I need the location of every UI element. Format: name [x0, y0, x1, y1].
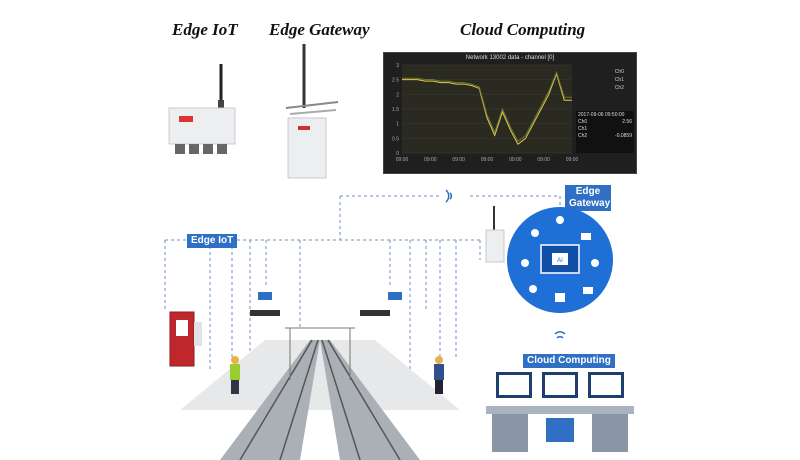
legend-value: 2.56 — [622, 119, 632, 125]
tag-cloud-computing: Cloud Computing — [523, 354, 615, 368]
edge-gateway-device — [285, 44, 339, 179]
x-tick-label: 09:00 — [509, 157, 522, 163]
wifi-icon — [445, 189, 453, 203]
chart-legend: 2017-09-06 09:50:00 Ch0 2.56 Ch1 Ch2 -0.… — [576, 111, 634, 153]
x-tick-label: 09:00 — [537, 157, 550, 163]
x-tick-label: 09:00 — [452, 157, 465, 163]
y-tick-label: 0.5 — [392, 136, 399, 142]
chart-title: Network 13002 data - channel [0] — [465, 55, 555, 61]
x-tick-label: 09:00 — [481, 157, 494, 163]
camera-icon — [258, 292, 272, 300]
edge-iot-device — [168, 64, 236, 154]
right-series-label: Ch0 — [615, 69, 624, 75]
worker-icon — [230, 356, 240, 394]
x-tick-label: 09:00 — [424, 157, 437, 163]
svg-text:AI: AI — [557, 258, 563, 264]
header-edge-iot: Edge IoT — [172, 20, 238, 39]
cloud-chart-panel: Network 13002 data - channel [0] 3 2.5 2 1.… — [383, 52, 637, 174]
tag-edge-gateway: Edge Gateway — [565, 185, 611, 211]
wifi-icon — [554, 331, 566, 339]
legend-value: -0.0859 — [615, 133, 632, 139]
cloud-workstations — [486, 372, 634, 452]
worker-icon — [434, 356, 444, 394]
legend-label: Ch1 — [578, 126, 588, 132]
right-series-label: Ch2 — [615, 85, 624, 91]
legend-header: 2017-09-06 09:50:00 — [578, 112, 625, 118]
header-cloud-computing: Cloud Computing — [460, 20, 586, 39]
y-tick-label: 1 — [396, 122, 399, 128]
header-edge-gateway: Edge Gateway — [269, 20, 370, 39]
series-line-ch1 — [402, 70, 572, 143]
series-line-ch0 — [402, 72, 572, 145]
legend-label: Ch0 — [578, 119, 588, 125]
railway-scene — [180, 310, 460, 460]
y-tick-label: 3 — [396, 63, 399, 69]
gateway-services-circle: AI — [507, 207, 613, 313]
camera-icon — [388, 292, 402, 300]
y-tick-label: 2.5 — [392, 78, 399, 84]
ticket-machine — [169, 311, 202, 367]
legend-label: Ch2 — [578, 133, 588, 139]
x-tick-label: 09:00 — [396, 157, 409, 163]
y-tick-label: 0 — [396, 151, 399, 157]
y-tick-label: 1.5 — [392, 107, 399, 113]
edge-gateway-small — [485, 206, 505, 263]
right-series-label: Ch1 — [615, 77, 624, 83]
tag-edge-iot: Edge IoT — [187, 234, 238, 248]
y-tick-label: 2 — [396, 92, 399, 98]
x-tick-label: 09:00 — [566, 157, 579, 163]
